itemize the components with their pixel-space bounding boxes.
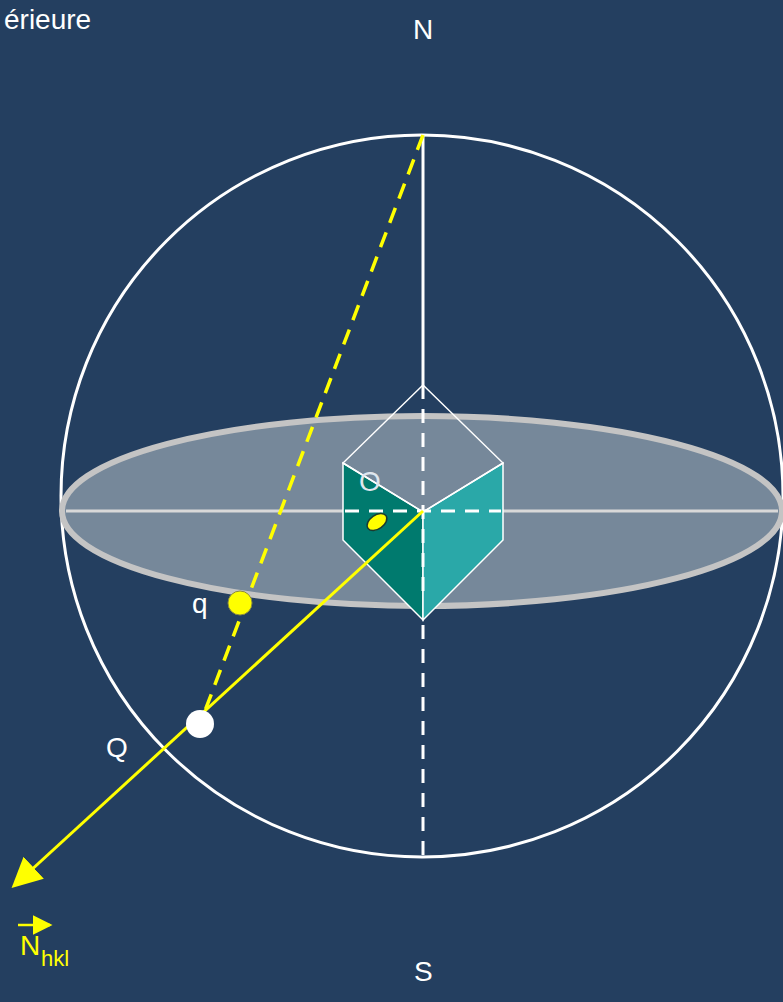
projected-point [228,591,252,615]
pole-point [186,710,214,738]
projection-line [200,135,423,724]
pole-name: S [414,958,433,986]
equator-line [503,510,778,513]
point-name: q [192,590,208,618]
axis-line-hidden [422,385,425,600]
center-name: O [359,468,381,496]
vector-subscript: hkl [41,948,69,970]
axis-line-hidden [422,625,425,858]
cube-face [423,463,503,620]
heading-fragment: érieure [4,6,91,34]
axis-line [422,135,425,385]
sphere [61,135,783,857]
vector-arrow [18,924,50,927]
equator-line [66,510,343,513]
cube-face [343,463,423,620]
vector-name: N [20,932,40,960]
point-name: Q [106,734,128,762]
normal-vector [16,511,423,884]
pole-name: N [413,16,433,44]
face-pole [364,510,390,534]
